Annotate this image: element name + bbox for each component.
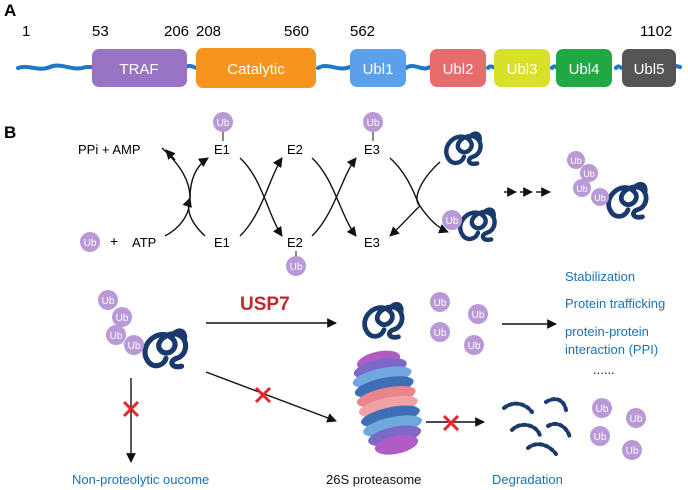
ubiquitin-icon: Ub bbox=[80, 232, 100, 252]
domain-label: Ubl2 bbox=[443, 61, 474, 78]
svg-text:Ub: Ub bbox=[102, 296, 115, 307]
e2-bottom: E2 bbox=[287, 235, 303, 250]
domain-label: Ubl3 bbox=[507, 61, 538, 78]
outcome-ppi-line2: interaction (PPI) bbox=[565, 342, 658, 357]
svg-text:Ub: Ub bbox=[626, 446, 639, 457]
position-label: 1102 bbox=[640, 23, 672, 40]
svg-text:Ub: Ub bbox=[217, 118, 230, 129]
ubiquitin-icon: Ub bbox=[626, 408, 646, 428]
domain-label: Ubl1 bbox=[363, 61, 394, 78]
ellipsis: ...... bbox=[593, 362, 615, 377]
ubiquitin-icon: Ub bbox=[592, 398, 612, 418]
ubiquitin-icon: Ub bbox=[363, 112, 383, 132]
substrate-protein-icon bbox=[446, 134, 480, 164]
ubiquitin-icon: Ub bbox=[112, 307, 132, 327]
block-x-icon bbox=[442, 414, 460, 432]
outcome-trafficking: Protein trafficking bbox=[565, 296, 665, 311]
svg-text:Ub: Ub bbox=[446, 216, 459, 227]
domain-ubl2: Ubl2 bbox=[430, 49, 486, 87]
ubiquitin-icon: Ub bbox=[213, 112, 233, 132]
ubiquitin-icon: Ub bbox=[567, 151, 585, 169]
atp-label: ATP bbox=[132, 235, 156, 250]
ubiquitin-icon: Ub bbox=[464, 335, 484, 355]
ubiquitin-icon: Ub bbox=[106, 325, 126, 345]
ubiquitin-icon: Ub bbox=[468, 304, 488, 324]
domain-ubl3: Ubl3 bbox=[494, 49, 550, 87]
ubiquitin-icon: Ub bbox=[442, 210, 462, 230]
svg-text:Ub: Ub bbox=[583, 169, 595, 179]
domain-label: Ubl5 bbox=[634, 61, 665, 78]
outcome-stabilization: Stabilization bbox=[565, 269, 635, 284]
svg-text:Ub: Ub bbox=[630, 414, 643, 425]
ubiquitin-icon: Ub bbox=[124, 335, 144, 355]
ubiquitin-icon: Ub bbox=[573, 179, 591, 197]
block-x-icon bbox=[254, 386, 272, 404]
proteasome-icon bbox=[352, 350, 422, 455]
ubiquitin-icon: Ub bbox=[286, 256, 306, 276]
non-proteolytic-label: Non-proteolytic oucome bbox=[72, 472, 209, 487]
position-label: 560 bbox=[284, 23, 309, 40]
ubiquitin-icon: Ub bbox=[591, 188, 609, 206]
svg-text:Ub: Ub bbox=[594, 193, 606, 203]
usp7-label: USP7 bbox=[240, 294, 290, 315]
svg-text:Ub: Ub bbox=[367, 118, 380, 129]
domain-ubl5: Ubl5 bbox=[622, 49, 676, 87]
domain-ubl4: Ubl4 bbox=[556, 49, 612, 87]
ubiquitin-icon: Ub bbox=[622, 440, 642, 460]
svg-text:Ub: Ub bbox=[434, 298, 447, 309]
svg-text:Ub: Ub bbox=[576, 184, 588, 194]
domain-traf: TRAF bbox=[92, 49, 187, 87]
svg-text:Ub: Ub bbox=[84, 238, 97, 249]
ubiquitin-icon: Ub bbox=[430, 292, 450, 312]
svg-text:Ub: Ub bbox=[596, 404, 609, 415]
e1-top: E1 bbox=[214, 142, 230, 157]
substrate-protein-icon bbox=[609, 184, 647, 217]
e2-top: E2 bbox=[287, 142, 303, 157]
svg-text:Ub: Ub bbox=[472, 310, 485, 321]
domain-label: TRAF bbox=[119, 61, 158, 78]
e1-bottom: E1 bbox=[214, 235, 230, 250]
svg-text:Ub: Ub bbox=[594, 432, 607, 443]
proteasome-arrow bbox=[205, 371, 337, 423]
degraded-peptides-icon bbox=[502, 397, 572, 456]
substrate-protein-icon bbox=[145, 331, 186, 367]
ubiquitin-icon: Ub bbox=[430, 322, 450, 342]
substrate-protein-icon bbox=[460, 210, 494, 240]
svg-text:Ub: Ub bbox=[116, 313, 129, 324]
svg-text:Ub: Ub bbox=[434, 328, 447, 339]
proteasome-label: 26S proteasome bbox=[326, 472, 421, 487]
block-x-icon bbox=[122, 400, 140, 418]
e3-top: E3 bbox=[364, 142, 380, 157]
domain-ubl1: Ubl1 bbox=[350, 49, 406, 87]
domain-label: Catalytic bbox=[227, 61, 285, 78]
svg-text:Ub: Ub bbox=[128, 341, 141, 352]
svg-text:Ub: Ub bbox=[110, 331, 123, 342]
ubiquitin-icon: Ub bbox=[590, 426, 610, 446]
panel-a-label: A bbox=[4, 1, 16, 20]
plus-sign: + bbox=[110, 233, 118, 249]
ubiquitin-icon: Ub bbox=[98, 290, 118, 310]
cascade-arrows bbox=[161, 147, 449, 237]
position-label: 53 bbox=[92, 23, 109, 40]
position-label: 1 bbox=[22, 23, 30, 40]
svg-text:Ub: Ub bbox=[468, 341, 481, 352]
degradation-label: Degradation bbox=[492, 472, 563, 487]
outcome-ppi-line1: protein-protein bbox=[565, 324, 649, 339]
domain-catalytic: Catalytic bbox=[196, 48, 316, 88]
svg-text:Ub: Ub bbox=[570, 156, 582, 166]
svg-text:Ub: Ub bbox=[290, 262, 303, 273]
position-label: 562 bbox=[350, 23, 375, 40]
domain-label: Ubl4 bbox=[569, 61, 600, 78]
panel-b-label: B bbox=[4, 123, 16, 142]
ubiquitin-icon: Ub bbox=[580, 164, 598, 182]
position-label: 208 bbox=[196, 23, 221, 40]
e3-bottom: E3 bbox=[364, 235, 380, 250]
position-label: 206 bbox=[164, 23, 189, 40]
ppi-amp-label: PPi + AMP bbox=[78, 142, 141, 157]
substrate-protein-icon bbox=[365, 304, 403, 337]
